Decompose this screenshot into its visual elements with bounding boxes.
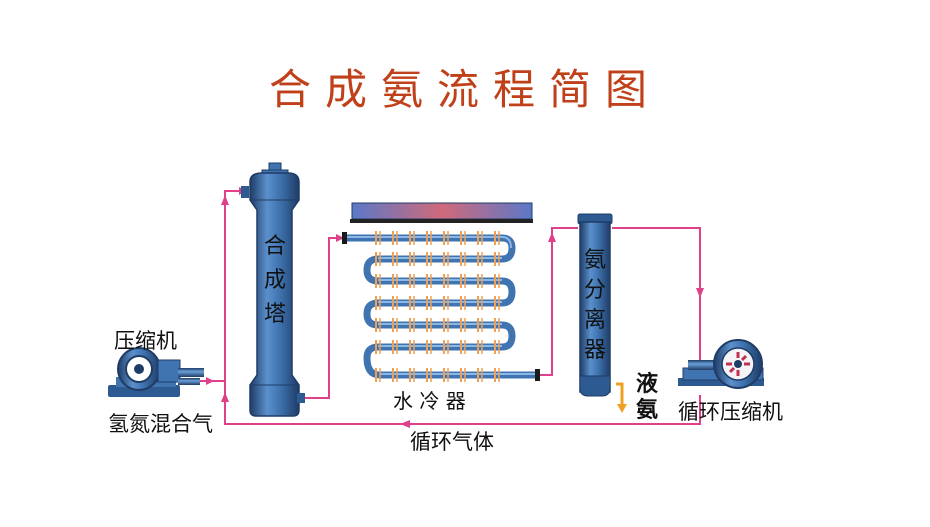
- arrow-up-return: [221, 392, 229, 402]
- pipe-cooler-to-separator: [540, 227, 578, 376]
- liquid-ammonia-arrow: [616, 382, 627, 413]
- label-recycle-gas: 循环气体: [410, 430, 494, 454]
- recycle-compressor-machine: [678, 339, 764, 389]
- pipe-feed-to-tower: [200, 190, 248, 382]
- arrow-right-feed: [206, 377, 214, 385]
- label-feed-gas: 氢氮混合气: [108, 412, 213, 436]
- label-liquid-ammonia: 液氨: [635, 372, 658, 423]
- label-synthesis-tower: 合成塔: [263, 234, 286, 327]
- label-water-cooler: 水 冷 器: [393, 389, 466, 413]
- arrow-right-cooler-in: [336, 234, 344, 242]
- arrow-up-separator: [548, 232, 556, 242]
- label-compressor: 压缩机: [114, 329, 177, 353]
- process-piping: [200, 190, 701, 425]
- arrow-left-return: [400, 420, 410, 428]
- compressor-machine: [108, 347, 204, 397]
- arrow-up-feed: [221, 195, 229, 205]
- ammonia-separator: [577, 213, 613, 397]
- cooler-coil-highlight: [345, 236, 536, 375]
- pipe-recycle-return: [224, 381, 701, 425]
- arrow-down-recycle: [696, 288, 704, 298]
- label-separator: 氨分离器: [583, 248, 606, 363]
- pipe-tower-to-cooler: [300, 237, 345, 399]
- cooler-fins: [375, 231, 500, 382]
- synthesis-tower: [241, 162, 305, 417]
- pipe-separator-to-recycle: [612, 227, 701, 370]
- diagram-title: 合成氨流程简图: [268, 65, 661, 114]
- water-cooler: [341, 202, 540, 382]
- label-recycle-compressor: 循环压缩机: [678, 400, 783, 424]
